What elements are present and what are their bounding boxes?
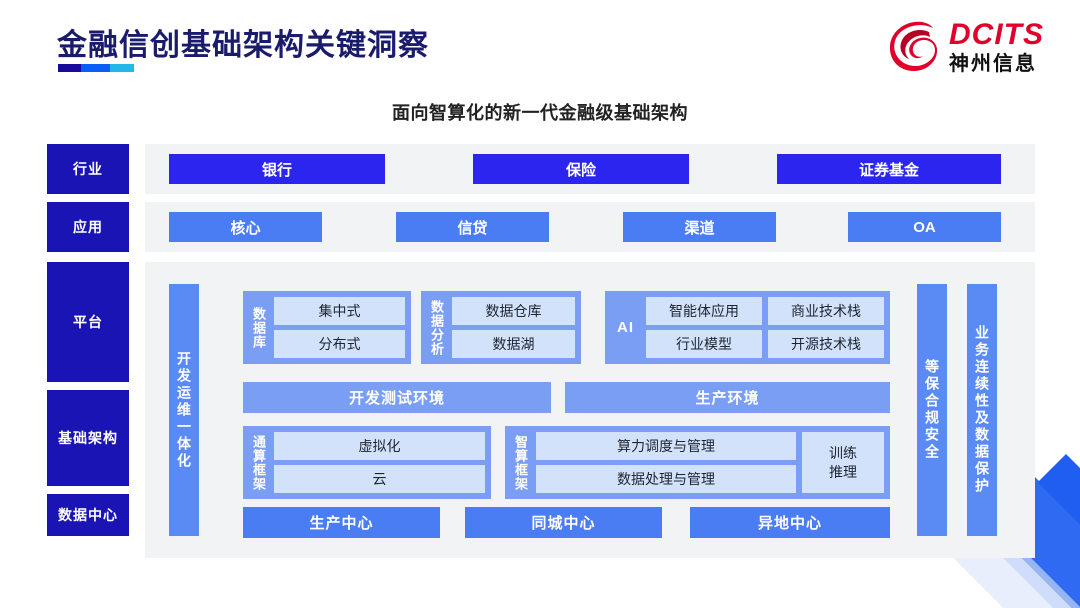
cell-open-source-tech-stack[interactable]: 开源技术栈 bbox=[768, 330, 884, 358]
application-chip-core[interactable]: 核心 bbox=[169, 212, 322, 242]
chip-label: 渠道 bbox=[684, 219, 715, 237]
cell-distributed[interactable]: 分布式 bbox=[274, 330, 405, 358]
band-label: 开发测试环境 bbox=[348, 390, 445, 407]
chip-label: OA bbox=[913, 218, 936, 236]
rail-label: 业务连续性及数据保护 bbox=[974, 325, 990, 495]
rail-label: 开发运维一体化 bbox=[176, 350, 192, 470]
platform-panel: 开发运维一体化 等保合规安全 业务连续性及数据保护 数据库 集中式 分布式 数据… bbox=[145, 262, 1035, 558]
cell-industry-model[interactable]: 行业模型 bbox=[646, 330, 762, 358]
company-logo: DCITS 神州信息 bbox=[889, 16, 1044, 78]
group-ai: AI 智能体应用 商业技术栈 行业模型 开源技术栈 bbox=[605, 291, 890, 364]
inference-label: 推理 bbox=[829, 463, 857, 480]
band-production-environment[interactable]: 生产环境 bbox=[565, 382, 890, 413]
application-chip-channel[interactable]: 渠道 bbox=[623, 212, 776, 242]
cell-training-inference[interactable]: 训练 推理 bbox=[802, 432, 884, 493]
title-underline-accent bbox=[58, 64, 134, 72]
cell-data-lake[interactable]: 数据湖 bbox=[452, 330, 575, 358]
cell-virtualization[interactable]: 虚拟化 bbox=[274, 432, 485, 460]
group-intelligent-compute-framework: 智算框架 算力调度与管理 数据处理与管理 训练 推理 bbox=[505, 426, 890, 499]
sidebar-item-label: 平台 bbox=[73, 314, 103, 330]
rail-business-continuity-data-protection[interactable]: 业务连续性及数据保护 bbox=[967, 284, 997, 536]
cell-data-processing-management[interactable]: 数据处理与管理 bbox=[536, 465, 796, 493]
group-general-compute-framework: 通算框架 虚拟化 云 bbox=[243, 426, 491, 499]
industry-chip-bank[interactable]: 银行 bbox=[169, 154, 385, 184]
sidebar-item-label: 数据中心 bbox=[58, 507, 118, 523]
dcits-swirl-icon bbox=[889, 19, 941, 75]
industry-chip-insurance[interactable]: 保险 bbox=[473, 154, 689, 184]
chip-label: 证券基金 bbox=[858, 161, 919, 179]
group-label-database: 数据库 bbox=[251, 306, 266, 349]
dc-label: 生产中心 bbox=[309, 515, 374, 532]
group-label-ai: AI bbox=[617, 319, 634, 336]
chip-label: 信贷 bbox=[457, 219, 488, 237]
cell-data-warehouse[interactable]: 数据仓库 bbox=[452, 297, 575, 325]
group-label-intelligent-compute-framework: 智算框架 bbox=[513, 434, 528, 491]
rail-compliance-security[interactable]: 等保合规安全 bbox=[917, 284, 947, 536]
sidebar-item-platform[interactable]: 平台 bbox=[47, 262, 129, 382]
datacenter-remote[interactable]: 异地中心 bbox=[690, 507, 890, 538]
sidebar-item-label: 行业 bbox=[73, 161, 103, 177]
chip-label: 核心 bbox=[230, 219, 261, 237]
chip-label: 银行 bbox=[261, 161, 292, 179]
dc-label: 异地中心 bbox=[757, 515, 822, 532]
sidebar-item-label: 应用 bbox=[73, 219, 103, 235]
cell-commercial-tech-stack[interactable]: 商业技术栈 bbox=[768, 297, 884, 325]
page-title: 金融信创基础架构关键洞察 bbox=[57, 29, 429, 62]
logo-en-text: DCITS bbox=[949, 18, 1044, 51]
cell-agent-application[interactable]: 智能体应用 bbox=[646, 297, 762, 325]
industry-chip-securities-funds[interactable]: 证券基金 bbox=[777, 154, 1001, 184]
group-data-analysis: 数据分析 数据仓库 数据湖 bbox=[421, 291, 581, 364]
sidebar-item-industry[interactable]: 行业 bbox=[47, 144, 129, 194]
rail-label: 等保合规安全 bbox=[924, 359, 940, 461]
band-label: 生产环境 bbox=[695, 390, 760, 407]
sidebar-item-datacenter[interactable]: 数据中心 bbox=[47, 494, 129, 536]
group-database: 数据库 集中式 分布式 bbox=[243, 291, 411, 364]
industry-row-panel: 银行 保险 证券基金 bbox=[145, 144, 1035, 194]
sidebar-item-label: 基础架构 bbox=[58, 430, 118, 446]
application-row-panel: 核心 信贷 渠道 OA bbox=[145, 202, 1035, 252]
diagram-subtitle: 面向智算化的新一代金融级基础架构 bbox=[392, 103, 688, 123]
application-chip-credit[interactable]: 信贷 bbox=[396, 212, 549, 242]
application-chip-oa[interactable]: OA bbox=[848, 212, 1001, 242]
datacenter-production[interactable]: 生产中心 bbox=[243, 507, 440, 538]
group-label-data-analysis: 数据分析 bbox=[429, 299, 444, 356]
band-dev-test-environment[interactable]: 开发测试环境 bbox=[243, 382, 551, 413]
rail-devops-integration[interactable]: 开发运维一体化 bbox=[169, 284, 199, 536]
cell-cloud[interactable]: 云 bbox=[274, 465, 485, 493]
cell-compute-scheduling-management[interactable]: 算力调度与管理 bbox=[536, 432, 796, 460]
datacenter-same-city[interactable]: 同城中心 bbox=[465, 507, 662, 538]
dc-label: 同城中心 bbox=[531, 515, 596, 532]
chip-label: 保险 bbox=[565, 161, 596, 179]
training-label: 训练 bbox=[829, 444, 857, 461]
cell-centralized[interactable]: 集中式 bbox=[274, 297, 405, 325]
group-label-general-compute-framework: 通算框架 bbox=[251, 434, 266, 491]
layer-sidebar: 行业 应用 平台 基础架构 数据中心 bbox=[47, 144, 129, 536]
sidebar-item-application[interactable]: 应用 bbox=[47, 202, 129, 252]
sidebar-item-infrastructure[interactable]: 基础架构 bbox=[47, 390, 129, 486]
slide-header: 金融信创基础架构关键洞察 DCITS 神州信息 bbox=[0, 0, 1080, 92]
logo-cn-text: 神州信息 bbox=[949, 53, 1037, 75]
